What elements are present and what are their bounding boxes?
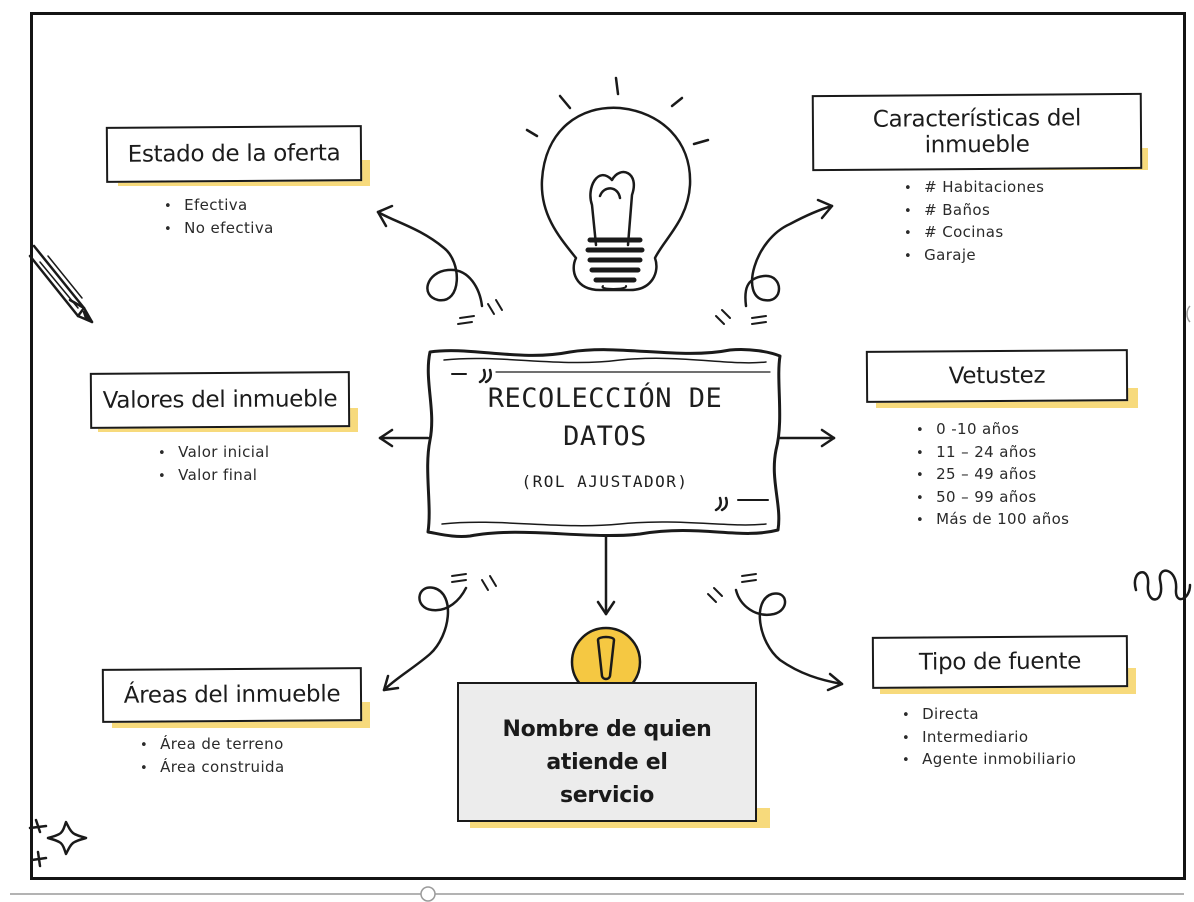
list-item: Agente inmobiliario	[902, 748, 1076, 771]
tipo-fuente-list: Directa Intermediario Agente inmobiliari…	[902, 703, 1076, 771]
center-subtitle: (ROL AJUSTADOR)	[521, 472, 689, 491]
list-item: Garaje	[904, 244, 1044, 267]
node-estado-oferta: Estado de la oferta	[105, 125, 363, 183]
bottom-bar	[10, 886, 1184, 902]
node-caracteristicas: Características del inmueble	[811, 92, 1143, 172]
estado-oferta-list: Efectiva No efectiva	[164, 194, 274, 239]
areas-list: Área de terreno Área construida	[140, 733, 285, 778]
valores-list: Valor inicial Valor final	[158, 441, 269, 486]
node-valores-title: Valores del inmueble	[102, 385, 338, 414]
list-item: 25 – 49 años	[916, 463, 1069, 486]
list-item: 50 – 99 años	[916, 486, 1069, 509]
node-vetustez: Vetustez	[865, 349, 1129, 403]
list-item: Más de 100 años	[916, 508, 1069, 531]
list-item: Directa	[902, 703, 1076, 726]
list-item: No efectiva	[164, 217, 274, 240]
list-item: # Baños	[904, 199, 1044, 222]
node-areas: Áreas del inmueble	[101, 667, 363, 723]
list-item: # Cocinas	[904, 221, 1044, 244]
list-item: 0 -10 años	[916, 418, 1069, 441]
list-item: # Habitaciones	[904, 176, 1044, 199]
list-item: Valor final	[158, 464, 269, 487]
node-tipo-fuente: Tipo de fuente	[871, 635, 1129, 689]
center-title: RECOLECCIÓN DE DATOS	[487, 383, 723, 452]
list-item: Valor inicial	[158, 441, 269, 464]
list-item: Intermediario	[902, 726, 1076, 749]
node-caracteristicas-title: Características del inmueble	[872, 104, 1082, 159]
list-item: Efectiva	[164, 194, 274, 217]
node-valores: Valores del inmueble	[89, 371, 351, 429]
node-nombre: Nombre de quien atiende el servicio	[457, 682, 757, 822]
list-item: Área de terreno	[140, 733, 285, 756]
caracteristicas-list: # Habitaciones # Baños # Cocinas Garaje	[904, 176, 1044, 266]
node-estado-oferta-title: Estado de la oferta	[127, 140, 341, 168]
node-areas-title: Áreas del inmueble	[123, 681, 341, 709]
list-item: 11 – 24 años	[916, 441, 1069, 464]
vetustez-list: 0 -10 años 11 – 24 años 25 – 49 años 50 …	[916, 418, 1069, 531]
node-tipo-fuente-title: Tipo de fuente	[918, 648, 1082, 676]
node-nombre-title: Nombre de quien atiende el servicio	[502, 716, 712, 808]
list-item: Área construida	[140, 756, 285, 779]
node-vetustez-title: Vetustez	[948, 362, 1046, 390]
